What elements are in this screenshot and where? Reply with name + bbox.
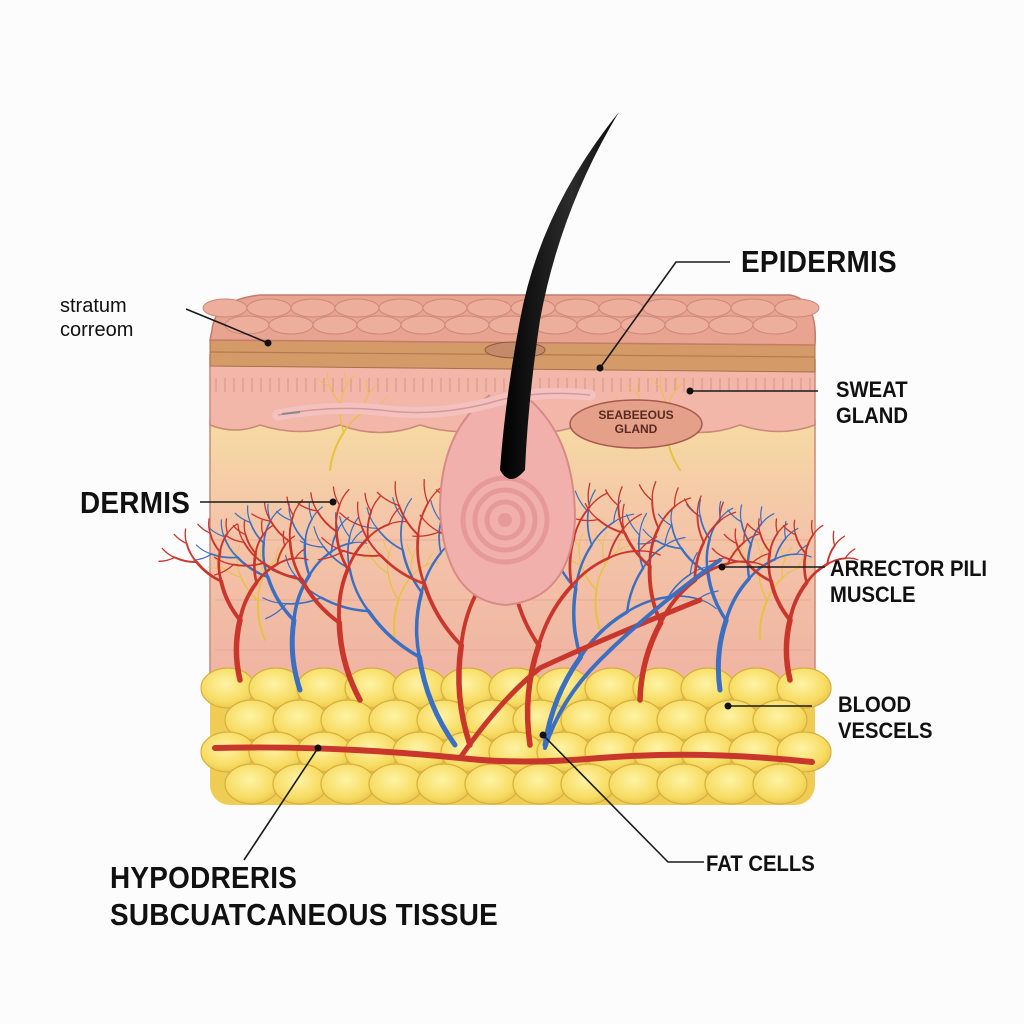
fat-cell (464, 763, 520, 805)
fat-cell (368, 763, 424, 805)
epidermis-label: EPIDERMIS (741, 244, 897, 279)
fat-cell (272, 763, 328, 805)
fat-cell (752, 699, 808, 741)
fat-cell (752, 763, 808, 805)
fat-cell (416, 763, 472, 805)
epidermis-ridges (215, 378, 811, 392)
fat-cell (512, 763, 568, 805)
fat-cell (224, 763, 280, 805)
stratum-cells (202, 298, 820, 335)
fat-cells-label: FAT CELLS (706, 851, 815, 876)
dermis-label: DERMIS (80, 485, 191, 520)
sebaceous-gland (569, 399, 703, 449)
fat-cell (320, 763, 376, 805)
hair-follicle (438, 394, 577, 607)
fat-cell (656, 763, 712, 805)
fat-cell (560, 763, 616, 805)
leader-lines (185, 261, 825, 863)
leader-dots (264, 339, 732, 752)
hair-shaft (500, 112, 619, 479)
fat-cell (608, 763, 664, 805)
fat-cell (704, 763, 760, 805)
